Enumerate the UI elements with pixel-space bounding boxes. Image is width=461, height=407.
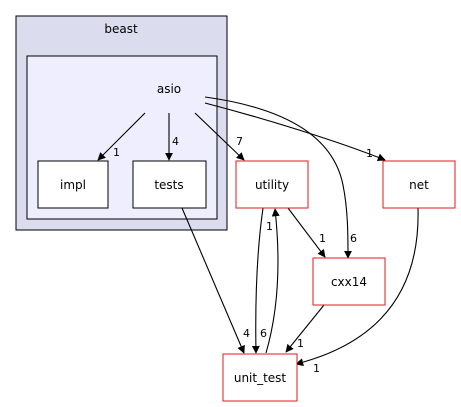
node-unit_test-box <box>222 353 298 402</box>
node-cxx14-label: cxx14 <box>331 275 367 289</box>
edge-label-utility-unit_test: 6 <box>260 327 267 340</box>
node-utility[interactable]: utility <box>235 160 309 209</box>
edge-unit_test-utility <box>265 208 280 354</box>
node-net[interactable]: net <box>382 160 456 209</box>
edge-label-tests-unit_test: 4 <box>243 327 250 340</box>
edge-net-unit_test <box>295 207 419 367</box>
edge-utility-unit_test <box>251 207 264 354</box>
edge-label-asio-tests: 4 <box>172 135 179 148</box>
edge-cxx14-unit_test <box>285 304 325 353</box>
edge-label-cxx14-unit_test: 1 <box>297 337 304 350</box>
edges: 1 4 7 1 6 1 6 1 4 1 1 <box>97 96 419 375</box>
node-tests-label: tests <box>154 178 183 192</box>
node-net-box <box>382 160 456 209</box>
edge-asio-cxx14 <box>204 96 352 259</box>
node-impl-label: impl <box>60 178 86 192</box>
node-cxx14[interactable]: cxx14 <box>312 257 386 306</box>
edge-label-net-unit_test: 1 <box>313 362 320 375</box>
edge-utility-cxx14 <box>287 207 326 258</box>
edge-asio-net <box>204 102 386 162</box>
edge-asio-impl <box>97 112 146 161</box>
cluster-asio-label: asio <box>157 82 181 96</box>
edge-label-utility-cxx14: 1 <box>319 232 326 245</box>
node-tests-box <box>132 160 207 209</box>
node-impl-box <box>37 160 109 209</box>
edge-label-asio-net: 1 <box>366 147 373 160</box>
node-net-label: net <box>409 178 429 192</box>
edge-label-asio-impl: 1 <box>113 146 120 159</box>
node-unit_test[interactable]: unit_test <box>222 353 298 402</box>
edge-tests-unit_test <box>181 207 245 354</box>
node-impl[interactable]: impl <box>37 160 109 209</box>
edge-label-asio-cxx14: 6 <box>350 232 357 245</box>
node-unit_test-label: unit_test <box>234 371 287 385</box>
node-utility-box <box>235 160 309 209</box>
edge-label-asio-utility: 7 <box>236 135 243 148</box>
node-cxx14-box <box>312 257 386 306</box>
edge-label-unit_test-utility: 1 <box>266 220 273 233</box>
node-utility-label: utility <box>255 178 289 192</box>
node-tests[interactable]: tests <box>132 160 207 209</box>
cluster-beast-label: beast <box>104 22 138 36</box>
edge-asio-utility <box>194 112 245 161</box>
